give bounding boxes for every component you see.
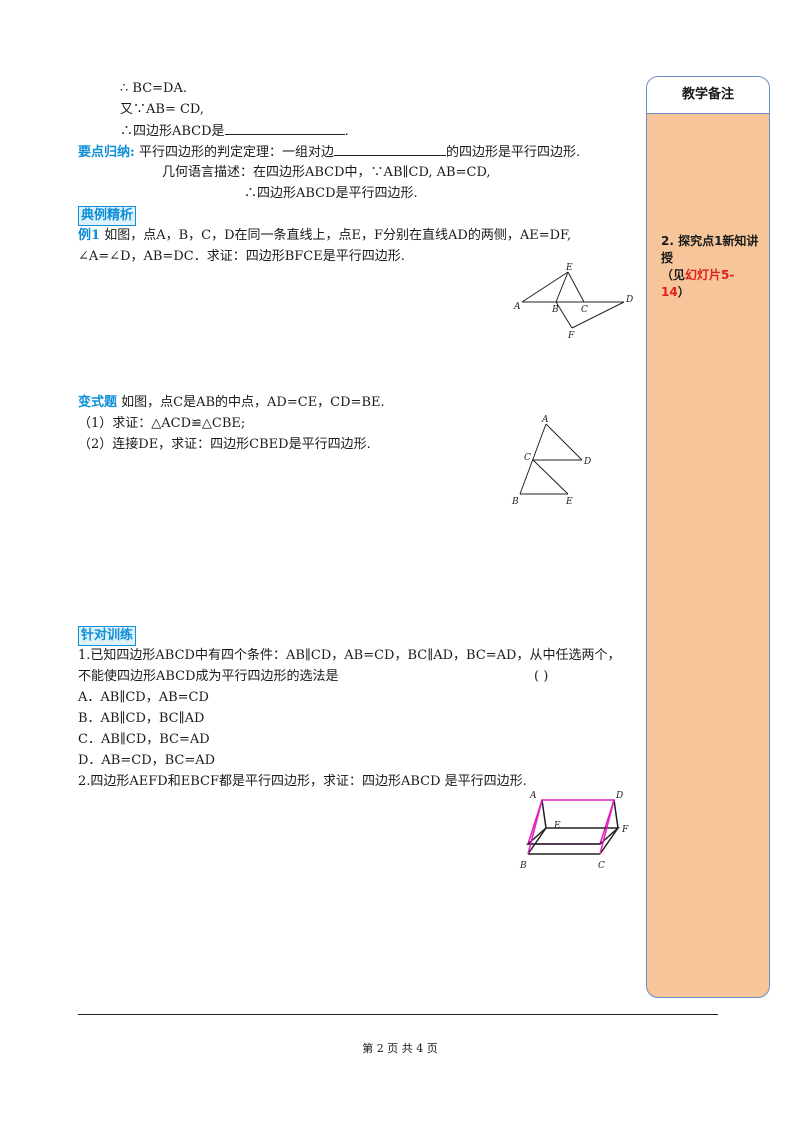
summary-label: 要点归纳: xyxy=(78,145,135,160)
training-figure: A B C D E F xyxy=(519,791,629,871)
segment-CE xyxy=(532,459,569,495)
segment-DF xyxy=(613,799,619,829)
segment-AB xyxy=(519,423,547,495)
segment-AE xyxy=(541,799,547,829)
label-D: D xyxy=(625,295,633,305)
variant-q1: （1）求证：△ACD≌△CBE; xyxy=(78,416,246,431)
example-label: 例1 xyxy=(78,228,101,243)
summary-line: 要点归纳: 平行四边形的判定定理：一组对边 的四边形是平行四边形. xyxy=(78,143,580,162)
answer-blank[interactable] xyxy=(224,122,345,135)
proof-line-3-end: . xyxy=(344,124,349,139)
example-text-1-body: 如图，点A，B，C，D在同一条直线上，点E，F分别在直线AD的两侧，AE=DF, xyxy=(104,228,572,243)
segment-AE xyxy=(521,271,569,303)
label-C: C xyxy=(524,453,531,463)
label-E: E xyxy=(553,821,561,831)
page-number: 第 2 页 共 4 页 xyxy=(362,1042,438,1055)
training-q1-line2: 不能使四边形ABCD成为平行四边形的选法是 xyxy=(78,669,339,684)
training-q2: 2.四边形AEFD和EBCF都是平行四边形，求证：四边形ABCD 是平行四边形. xyxy=(78,774,527,789)
label-F: F xyxy=(567,331,575,341)
label-B: B xyxy=(519,861,527,871)
segment-FB xyxy=(555,301,573,329)
footer-rule xyxy=(78,1014,718,1015)
geo-language-line: 几何语言描述：在四边形ABCD中，∵AB∥CD, AB=CD, xyxy=(162,165,491,180)
segment-EB xyxy=(555,271,569,303)
label-C: C xyxy=(598,861,605,871)
label-F: F xyxy=(621,825,629,835)
proof-line-3: ∴四边形ABCD是. xyxy=(120,122,349,141)
label-A: A xyxy=(513,302,521,312)
training-q1-line1: 1.已知四边形ABCD中有四个条件：AB∥CD，AB=CD，BC∥AD，BC=A… xyxy=(78,648,621,663)
label-B: B xyxy=(551,305,559,315)
sidebar-note-b: （见 xyxy=(661,268,686,282)
variant-q2: （2）连接DE，求证：四边形CBED是平行四边形. xyxy=(78,437,371,452)
label-E: E xyxy=(565,263,573,273)
proof-line-1: ∴ BC=DA. xyxy=(120,81,187,96)
segment-EB xyxy=(527,827,547,855)
proof-line-2: 又∵AB= CD, xyxy=(120,102,205,117)
variant-figure: A B C D E xyxy=(511,415,591,507)
summary-text-b: 的四边形是平行四边形. xyxy=(445,145,581,160)
proof-line-3-text: ∴四边形ABCD是 xyxy=(120,124,225,139)
summary-text-a: 平行四边形的判定定理：一组对边 xyxy=(138,145,334,160)
answer-paren[interactable]: ( ) xyxy=(534,669,549,684)
label-B: B xyxy=(511,497,519,507)
segment-EC xyxy=(567,271,585,303)
example-figure: A B C D E F xyxy=(513,263,633,341)
example-badge: 典例精析 xyxy=(78,206,137,226)
sidebar-note-c: ） xyxy=(677,285,690,299)
geo-language-conclusion: ∴四边形ABCD是平行四边形. xyxy=(244,186,418,201)
label-D: D xyxy=(615,791,623,801)
option-b[interactable]: B．AB∥CD，BC∥AD xyxy=(78,711,205,726)
option-c[interactable]: C．AB∥CD，BC=AD xyxy=(78,732,210,747)
sidebar-note-a: 2. 探究点1新知讲授 xyxy=(661,234,759,265)
variant-text: 变式题 如图，点C是AB的中点，AD=CE，CD=BE. xyxy=(78,394,385,412)
sidebar-title: 教学备注 xyxy=(647,77,769,114)
segment-DC xyxy=(599,799,615,855)
option-a[interactable]: A．AB∥CD，AB=CD xyxy=(78,690,209,705)
label-D: D xyxy=(583,457,591,467)
segment-FC xyxy=(599,827,619,855)
variant-text-body: 如图，点C是AB的中点，AD=CE，CD=BE. xyxy=(121,395,385,410)
segment-AB xyxy=(527,799,543,855)
segment-AD xyxy=(545,423,583,461)
sidebar-note: 2. 探究点1新知讲授 （见幻灯片5-14） xyxy=(661,233,761,301)
label-A: A xyxy=(541,415,549,425)
example-text-1: 例1 如图，点A，B，C，D在同一条直线上，点E，F分别在直线AD的两侧，AE=… xyxy=(78,227,571,245)
segment-DF xyxy=(571,301,625,329)
option-d[interactable]: D．AB=CD，BC=AD xyxy=(78,753,216,768)
summary-blank[interactable] xyxy=(333,143,446,156)
teaching-notes-sidebar: 教学备注 2. 探究点1新知讲授 （见幻灯片5-14） xyxy=(646,76,770,998)
example-text-2: ∠A=∠D，AB=DC．求证：四边形BFCE是平行四边形. xyxy=(78,249,405,264)
training-badge: 针对训练 xyxy=(78,626,137,646)
sidebar-note-red: 幻灯片5-14 xyxy=(661,268,735,299)
label-A: A xyxy=(529,791,537,801)
label-C: C xyxy=(581,305,588,315)
variant-label: 变式题 xyxy=(78,395,118,410)
label-E: E xyxy=(565,497,573,507)
